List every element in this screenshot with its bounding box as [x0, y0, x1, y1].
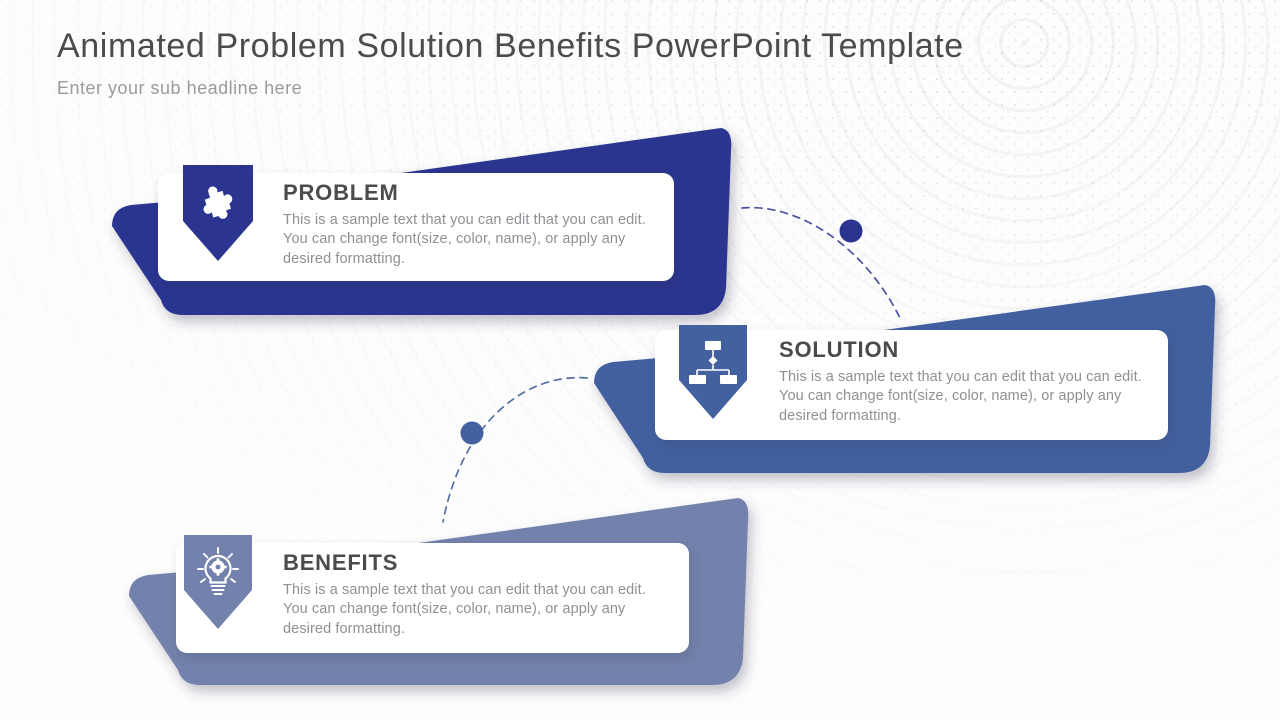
marker-problem	[183, 165, 253, 261]
connector-dot-problem	[839, 219, 863, 243]
connector-problem-to-solution	[741, 206, 902, 321]
connector-solution-to-benefits	[442, 376, 588, 523]
marker-benefits	[184, 535, 252, 629]
card-title-problem: PROBLEM	[283, 180, 399, 205]
marker-solution	[679, 325, 747, 419]
lightbulb-gear-icon	[197, 547, 239, 595]
card-body-solution: This is a sample text that you can edit …	[779, 369, 1142, 424]
page-subtitle: Enter your sub headline here	[57, 78, 303, 99]
connector-dot-solution	[460, 421, 484, 445]
card-title-benefits: BENEFITS	[283, 550, 399, 575]
gear-glyph	[209, 558, 227, 576]
card-body-benefits: This is a sample text that you can edit …	[283, 582, 646, 637]
hierarchy-icon	[689, 341, 737, 384]
card-title-solution: SOLUTION	[779, 337, 900, 362]
slide-header: Animated Problem Solution Benefits Power…	[57, 27, 964, 99]
puzzle-piece-icon	[203, 186, 233, 219]
page-title: Animated Problem Solution Benefits Power…	[57, 27, 964, 65]
card-benefits[interactable]	[176, 543, 689, 653]
card-body-problem: This is a sample text that you can edit …	[283, 212, 646, 267]
